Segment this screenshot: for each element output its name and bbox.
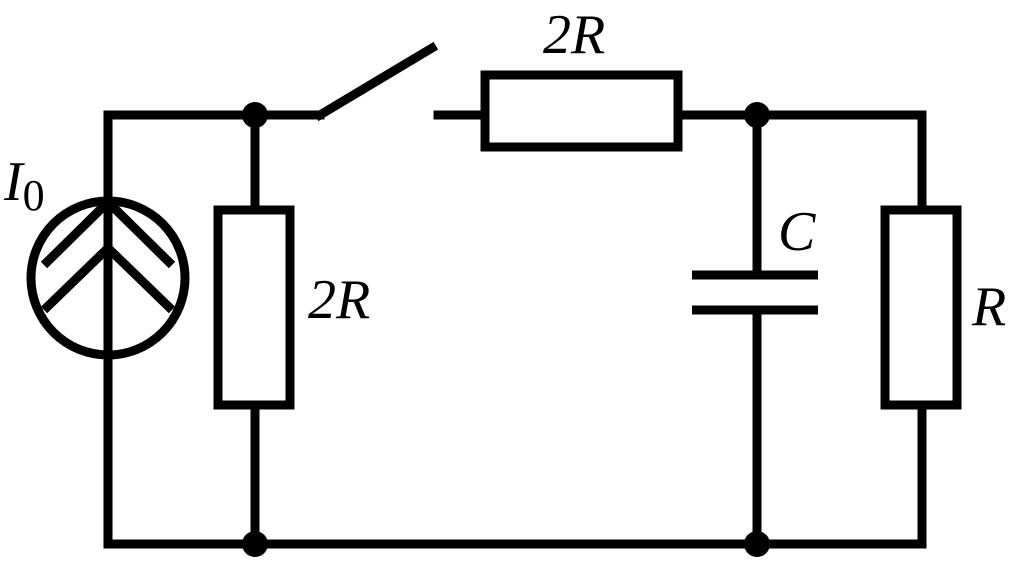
capacitor [692, 270, 818, 315]
resistor-series-2r [480, 70, 683, 152]
junction-node-bottom-right [744, 531, 770, 557]
label-source-subscript: 0 [23, 171, 45, 220]
junction-nodes [242, 102, 770, 557]
label-source: I0 [3, 151, 45, 220]
junction-node-bottom-left [242, 531, 268, 557]
switch-blade [313, 41, 439, 122]
current-source-chevron-upper [40, 195, 176, 269]
junction-node-top-right [744, 102, 770, 128]
current-source-chevron-lower [40, 241, 176, 314]
label-source-symbol: I [3, 151, 25, 213]
resistor-load-r [880, 205, 962, 410]
current-source [26, 195, 190, 360]
label-resistor-shunt: 2R [308, 269, 370, 331]
junction-node-top-left [242, 102, 268, 128]
resistor-shunt-2r [213, 205, 295, 410]
label-capacitor: C [778, 201, 816, 263]
wire-top-left [103, 110, 325, 205]
label-resistor-load: R [971, 276, 1006, 338]
label-resistor-series: 2R [543, 4, 605, 66]
